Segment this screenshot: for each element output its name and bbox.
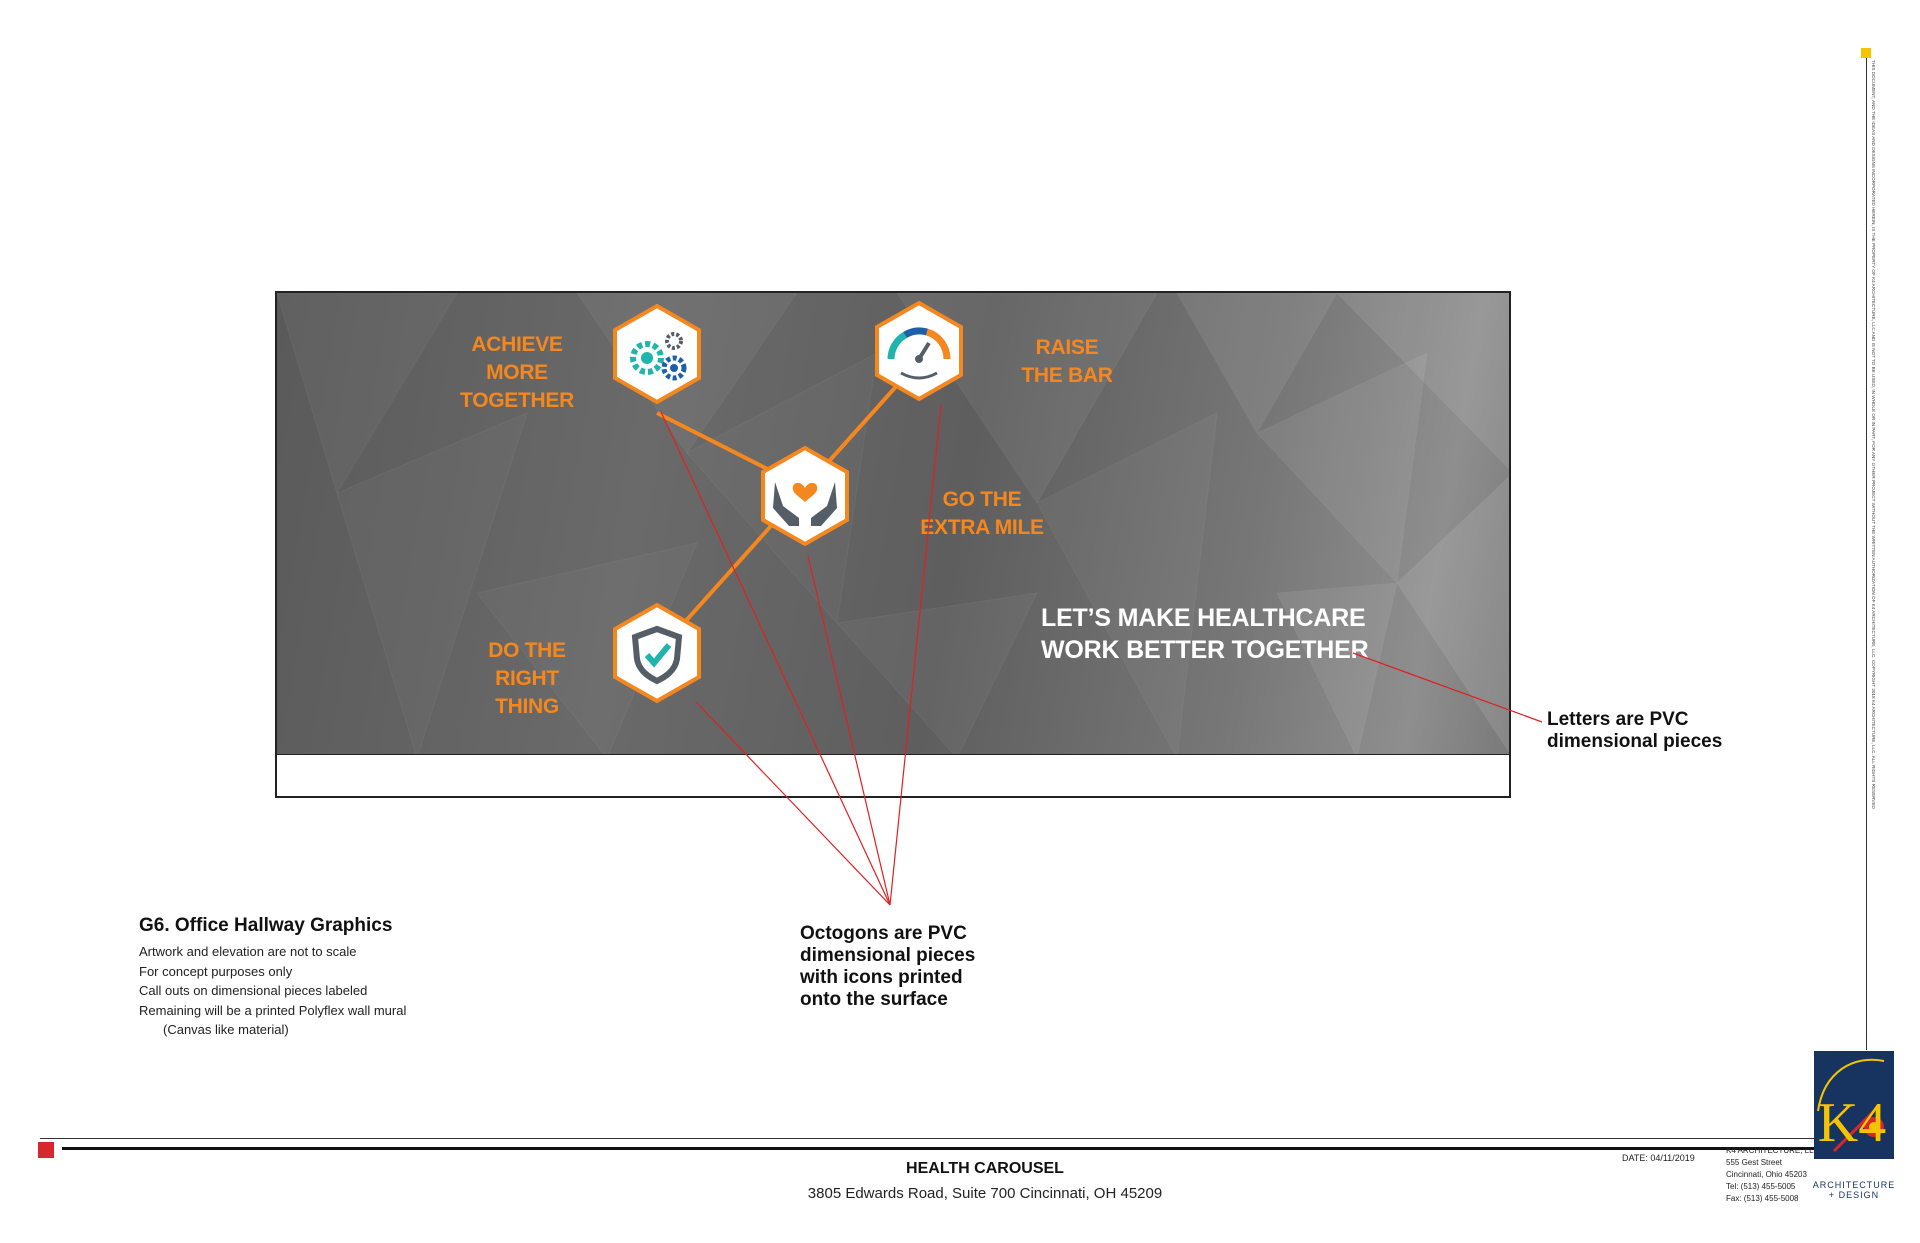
k4-logo: K4 [1814, 1051, 1894, 1159]
hexagon-gears [613, 303, 701, 405]
svg-text:K4: K4 [1818, 1092, 1886, 1154]
faceted-background [277, 293, 1509, 754]
note-line-2: For concept purposes only [139, 964, 293, 979]
logo-caption: ARCHITECTURE + DESIGN [1812, 1180, 1896, 1200]
note-line-3: Call outs on dimensional pieces labeled [139, 983, 368, 998]
note-line-4: Remaining will be a printed Polyflex wal… [139, 1003, 407, 1018]
hexagon-shield [613, 602, 701, 704]
callout-letters-pvc: Letters are PVC dimensional pieces [1547, 709, 1723, 752]
mural-base-strip [275, 754, 1511, 798]
label-do-the-right-thing: DO THE RIGHT THING [488, 639, 566, 718]
right-border-rule [1866, 50, 1867, 1050]
yellow-marker [1861, 48, 1871, 58]
red-marker-square [38, 1142, 54, 1158]
footer-rule [40, 1138, 1818, 1139]
gears-icon [630, 332, 687, 381]
firm-tel: Tel: (513) 455-5005 [1726, 1182, 1796, 1191]
mural-tagline: LET’S MAKE HEALTHCARE WORK BETTER TOGETH… [1041, 604, 1369, 664]
gauge-icon [887, 327, 951, 380]
label-raise-the-bar: RAISE THE BAR [1021, 336, 1113, 387]
project-address: 3805 Edwards Road, Suite 700 Cincinnati,… [807, 1185, 1163, 1202]
hexagon-heart-hands [761, 445, 849, 547]
copyright-notice: THIS DOCUMENT, AND THE IDEAS AND DESIGNS… [1871, 60, 1876, 809]
notes-title: G6. Office Hallway Graphics [139, 915, 393, 936]
k4-logo-mark: K4 [1817, 1058, 1886, 1154]
firm-street: 555 Gest Street [1726, 1158, 1783, 1167]
label-go-the-extra-mile: GO THE EXTRA MILE [920, 488, 1044, 539]
firm-name: K4 ARCHITECTURE, LLC [1726, 1146, 1820, 1155]
drawing-date: DATE: 04/11/2019 [1622, 1153, 1695, 1163]
footer-rule-thick [62, 1147, 1818, 1150]
shield-check-icon [631, 625, 683, 685]
note-line-1: Artwork and elevation are not to scale [139, 944, 357, 959]
project-name: HEALTH CAROUSEL [906, 1160, 1064, 1177]
label-achieve-more-together: ACHIEVE MORE TOGETHER [460, 333, 574, 412]
heart-hands-icon [773, 482, 837, 526]
mural-panel: ACHIEVE MORE TOGETHER RAISE THE BAR GO T… [275, 291, 1511, 756]
hexagon-gauge [875, 300, 963, 402]
callout-octogons-pvc: Octogons are PVC dimensional pieces with… [800, 923, 976, 1010]
firm-city: Cincinnati, Ohio 45203 [1726, 1170, 1807, 1179]
firm-fax: Fax: (513) 455-5008 [1726, 1194, 1799, 1203]
note-line-5: (Canvas like material) [163, 1022, 289, 1037]
